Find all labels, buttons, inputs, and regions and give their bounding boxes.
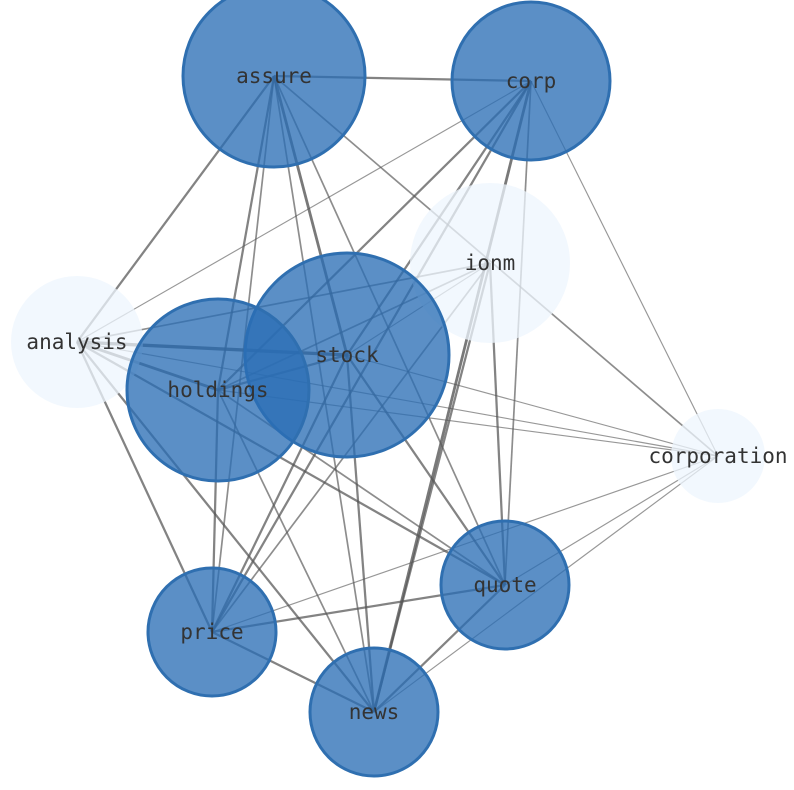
- node-corporation[interactable]: [671, 409, 765, 503]
- edge-analysis-news: [76, 341, 375, 713]
- node-assure[interactable]: [181, 0, 367, 169]
- node-news[interactable]: [308, 646, 440, 778]
- node-ionm[interactable]: [410, 183, 570, 343]
- node-analysis[interactable]: [11, 276, 143, 408]
- node-price[interactable]: [146, 566, 278, 698]
- nodes-layer: [11, 0, 765, 778]
- node-label-ionm: ionm: [465, 251, 516, 275]
- node-quote[interactable]: [439, 519, 571, 651]
- node-corp[interactable]: [450, 0, 612, 162]
- node-holdings[interactable]: [125, 297, 311, 483]
- edge-corp-analysis: [76, 80, 532, 343]
- node-label-stock: stock: [315, 343, 379, 367]
- node-label-price: price: [180, 620, 243, 644]
- node-label-assure: assure: [236, 64, 312, 88]
- labels-layer: assure corp ionm analysis stock holdings corpo…: [26, 64, 787, 724]
- node-label-corporation: corporation: [648, 444, 787, 468]
- node-label-analysis: analysis: [26, 330, 127, 354]
- node-label-news: news: [349, 700, 400, 724]
- node-label-corp: corp: [506, 69, 557, 93]
- node-label-holdings: holdings: [167, 378, 268, 402]
- node-label-quote: quote: [473, 573, 536, 597]
